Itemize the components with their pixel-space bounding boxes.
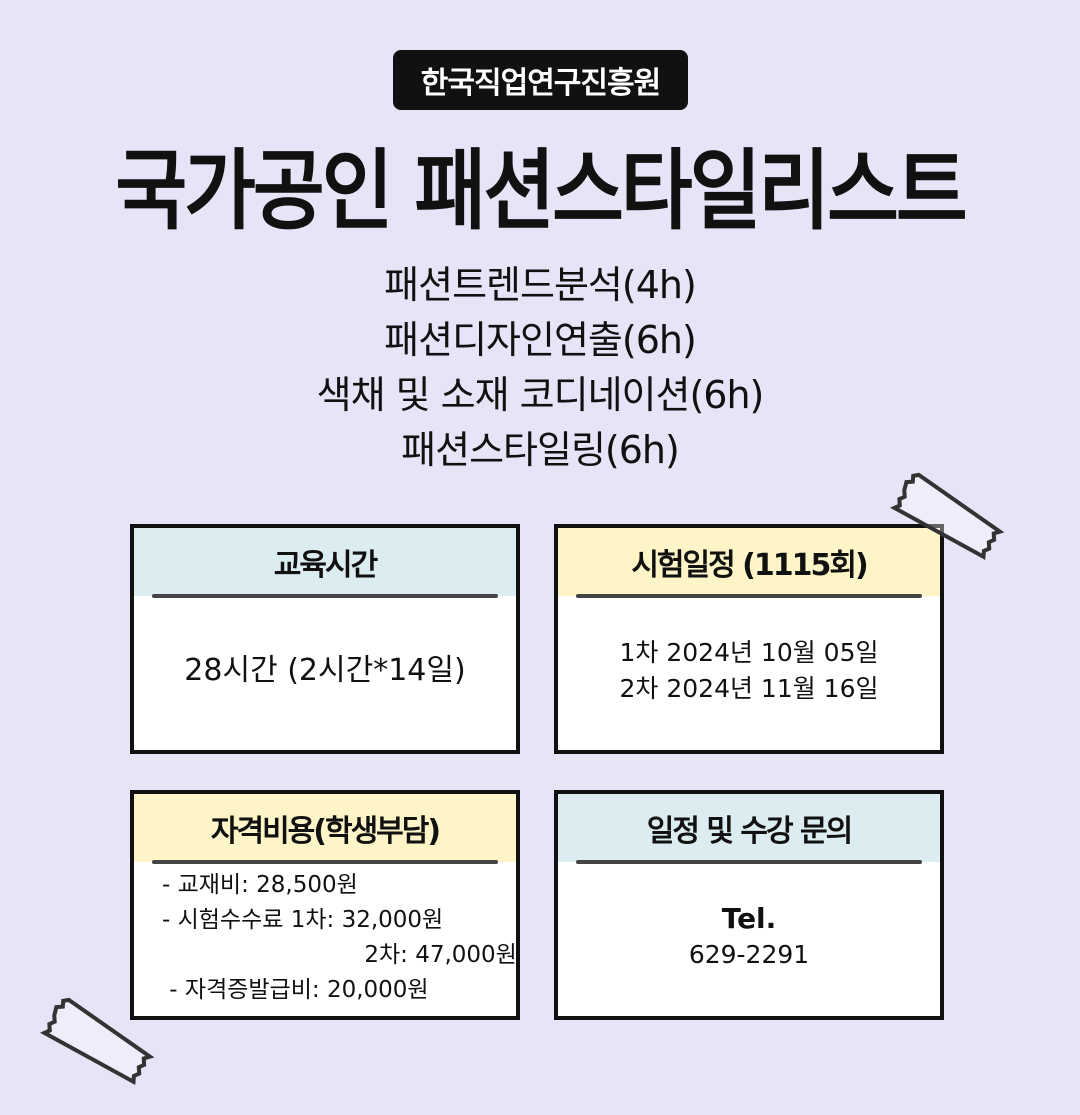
organization-badge: 한국직업연구진흥원 [393,50,688,110]
fee-item: - 시험수수료 1차: 32,000원 [162,907,444,933]
card-heading: 자격비용(학생부담) [134,794,516,864]
education-time-card: 교육시간 28시간 (2시간*14일) [130,524,520,754]
education-time-value: 28시간 (2시간*14일) [184,653,466,688]
exam-schedule-card: 시험일정 (1115회) 1차 2024년 10월 05일 2차 2024년 1… [554,524,944,754]
contact-card: 일정 및 수강 문의 Tel. 629-2291 [554,790,944,1020]
exam-date: 2차 2024년 11월 16일 [619,674,879,703]
card-heading: 시험일정 (1115회) [558,528,940,598]
card-heading: 일정 및 수강 문의 [558,794,940,864]
exam-date: 1차 2024년 10월 05일 [619,638,879,667]
tel-number: 629-2291 [688,940,810,969]
tape-decoration-icon [889,472,1005,561]
card-heading: 교육시간 [134,528,516,598]
fee-item: 2차: 47,000원 [262,942,517,968]
subject-item: 패션스타일링(6h) [401,428,680,472]
subject-list: 패션트렌드분석(4h) 패션디자인연출(6h) 색채 및 소재 코디네이션(6h… [0,258,1080,478]
subject-item: 패션디자인연출(6h) [384,318,697,362]
tel-label: Tel. [721,902,777,935]
subject-item: 패션트렌드분석(4h) [384,263,697,307]
fee-item: - 자격증발급비: 20,000원 [162,977,429,1003]
subject-item: 색채 및 소재 코디네이션(6h) [316,373,765,417]
fee-item: - 교재비: 28,500원 [162,872,358,898]
page-title: 국가공인 패션스타일리스트 [115,141,967,243]
cost-card: 자격비용(학생부담) - 교재비: 28,500원 - 시험수수료 1차: 32… [130,790,520,1020]
tape-decoration-icon [39,997,155,1086]
